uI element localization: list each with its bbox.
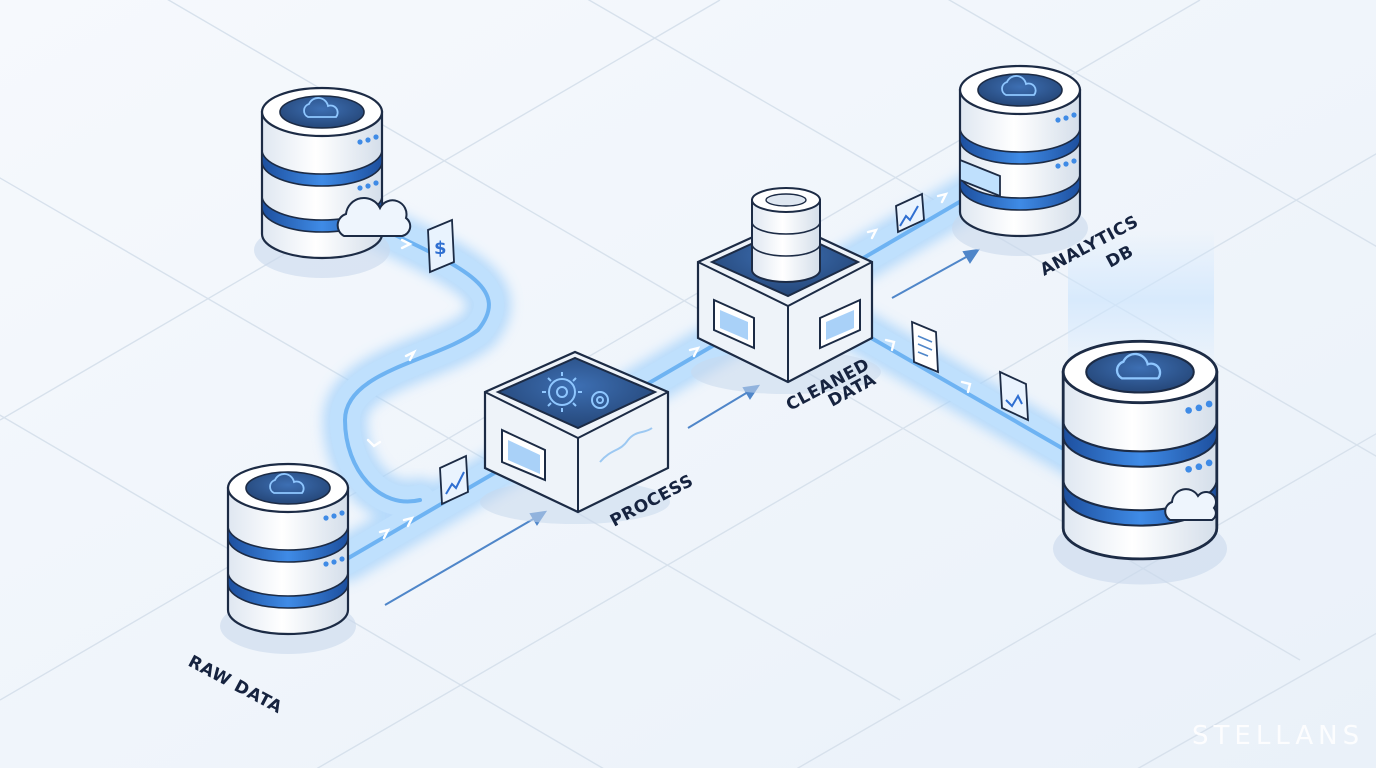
document-icon — [917, 335, 933, 357]
source-db — [252, 86, 412, 280]
cleaned-data-node — [691, 187, 881, 394]
flow-chevrons — [366, 192, 972, 540]
gears-icon — [542, 372, 609, 412]
raw-data-db — [218, 462, 358, 656]
doc-card — [911, 320, 939, 374]
analytics-db — [950, 64, 1090, 258]
chart-card-left — [439, 454, 469, 506]
cloud-icon — [336, 197, 412, 237]
chart-card-right — [895, 192, 925, 234]
chart-card-lower — [999, 370, 1029, 422]
trend-chart-icon — [899, 205, 919, 227]
watermark: STELLANS — [1192, 721, 1364, 751]
cylinder-icon — [751, 187, 821, 283]
dollar-icon: $ — [434, 238, 447, 259]
archive-db — [1051, 339, 1229, 586]
dollar-card: $ — [427, 218, 455, 274]
trend-chart-icon — [445, 471, 465, 495]
cloud-icon — [1164, 488, 1217, 521]
process-node — [480, 350, 670, 524]
